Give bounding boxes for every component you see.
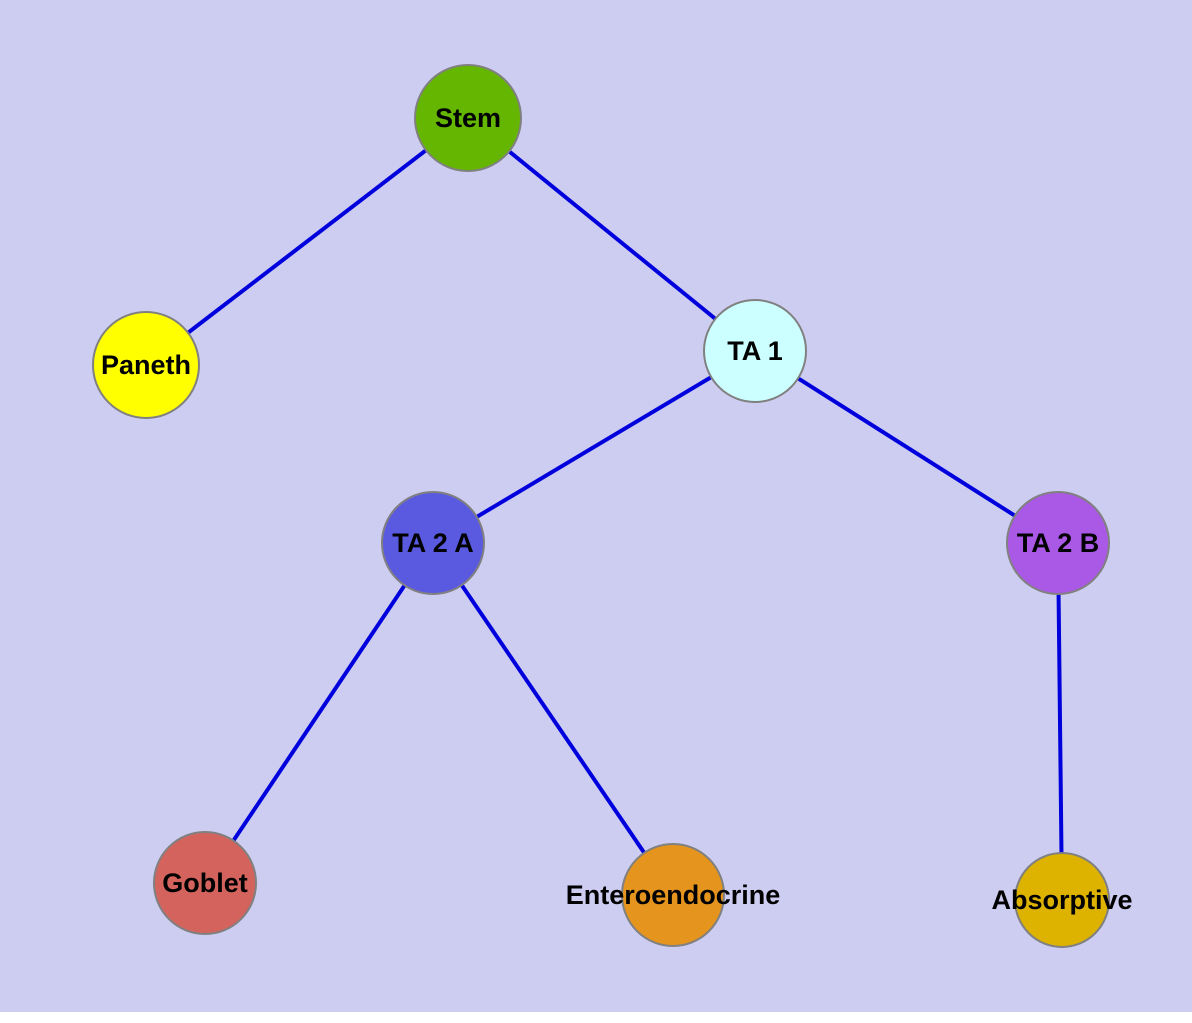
node-enteroendocrine[interactable]: Enteroendocrine xyxy=(566,843,780,947)
node-paneth[interactable]: Paneth xyxy=(92,311,200,419)
node-ta-2-a[interactable]: TA 2 A xyxy=(381,491,485,595)
ta-1-label: TA 1 xyxy=(727,335,783,366)
goblet-label: Goblet xyxy=(162,867,248,898)
ta-2-b-label: TA 2 B xyxy=(1016,527,1100,558)
ta-2-a-label: TA 2 A xyxy=(392,527,474,558)
stem-label: Stem xyxy=(434,102,502,133)
edge-stem-paneth xyxy=(144,116,470,367)
edge-ta2b-absorptive xyxy=(1056,542,1064,901)
node-absorptive[interactable]: Absorptive xyxy=(991,852,1133,948)
node-ta-2-b[interactable]: TA 2 B xyxy=(1006,491,1110,595)
paneth-label: Paneth xyxy=(100,349,192,380)
node-ta-1[interactable]: TA 1 xyxy=(703,299,807,403)
edge-ta2a-goblet xyxy=(203,541,435,885)
node-stem[interactable]: Stem xyxy=(414,64,522,172)
edge-ta1-ta2a xyxy=(431,349,757,545)
edge-ta2a-enteroendocrine xyxy=(431,541,675,897)
enteroendocrine-label: Enteroendocrine xyxy=(565,879,781,910)
node-goblet[interactable]: Goblet xyxy=(153,831,257,935)
edge-ta1-ta2b xyxy=(753,349,1060,545)
edge-stem-ta1 xyxy=(466,116,757,353)
absorptive-label: Absorptive xyxy=(991,884,1133,915)
